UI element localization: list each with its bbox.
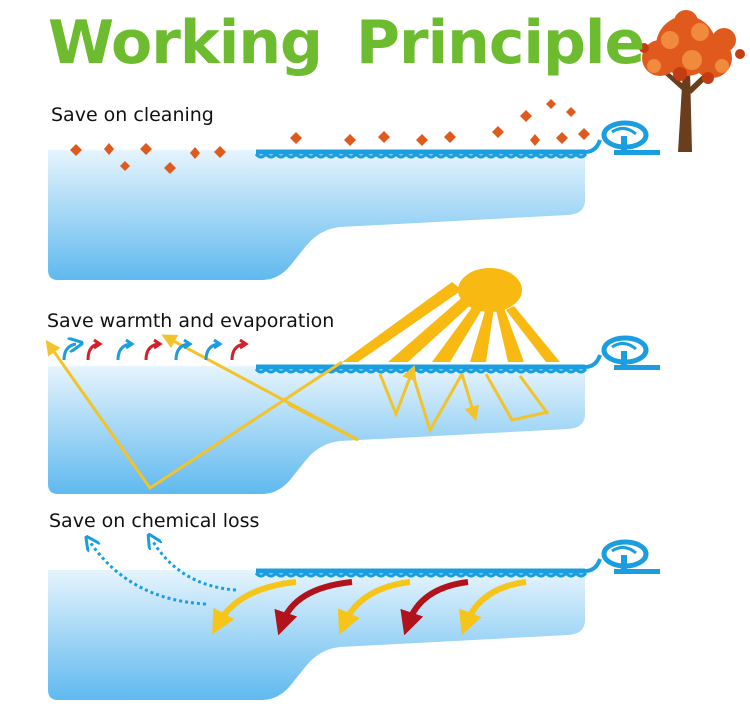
pool-cover (254, 568, 588, 578)
pool-body (48, 570, 585, 700)
cover-reel-icon (584, 539, 660, 574)
chemical-escape-arrows (90, 540, 237, 606)
pool-body (48, 366, 585, 494)
tree-icon (639, 10, 745, 152)
panel-chemical (48, 540, 660, 700)
chemical-retained-arrows (212, 579, 527, 636)
light-reflection-paths (45, 334, 550, 491)
panel-label-chemical: Save on chemical loss (49, 510, 260, 532)
title-word-2: Principle (356, 8, 645, 78)
sun-rays (342, 282, 560, 362)
title-word-1: Working (48, 8, 323, 78)
panel-label-warmth: Save warmth and evaporation (47, 310, 335, 332)
pool-cover (254, 149, 588, 159)
sun-icon (458, 268, 522, 312)
panel-label-cleaning: Save on cleaning (51, 104, 214, 126)
pool-cover (254, 364, 588, 374)
heat-loss-arrows (62, 340, 249, 361)
leaves-icon (70, 99, 590, 174)
panel-warmth (45, 268, 660, 494)
pool-body (48, 150, 585, 280)
cover-reel-icon (584, 335, 660, 370)
page-title: Working Principle (48, 8, 645, 78)
cover-reel-icon (584, 120, 660, 155)
panel-cleaning (48, 99, 660, 280)
